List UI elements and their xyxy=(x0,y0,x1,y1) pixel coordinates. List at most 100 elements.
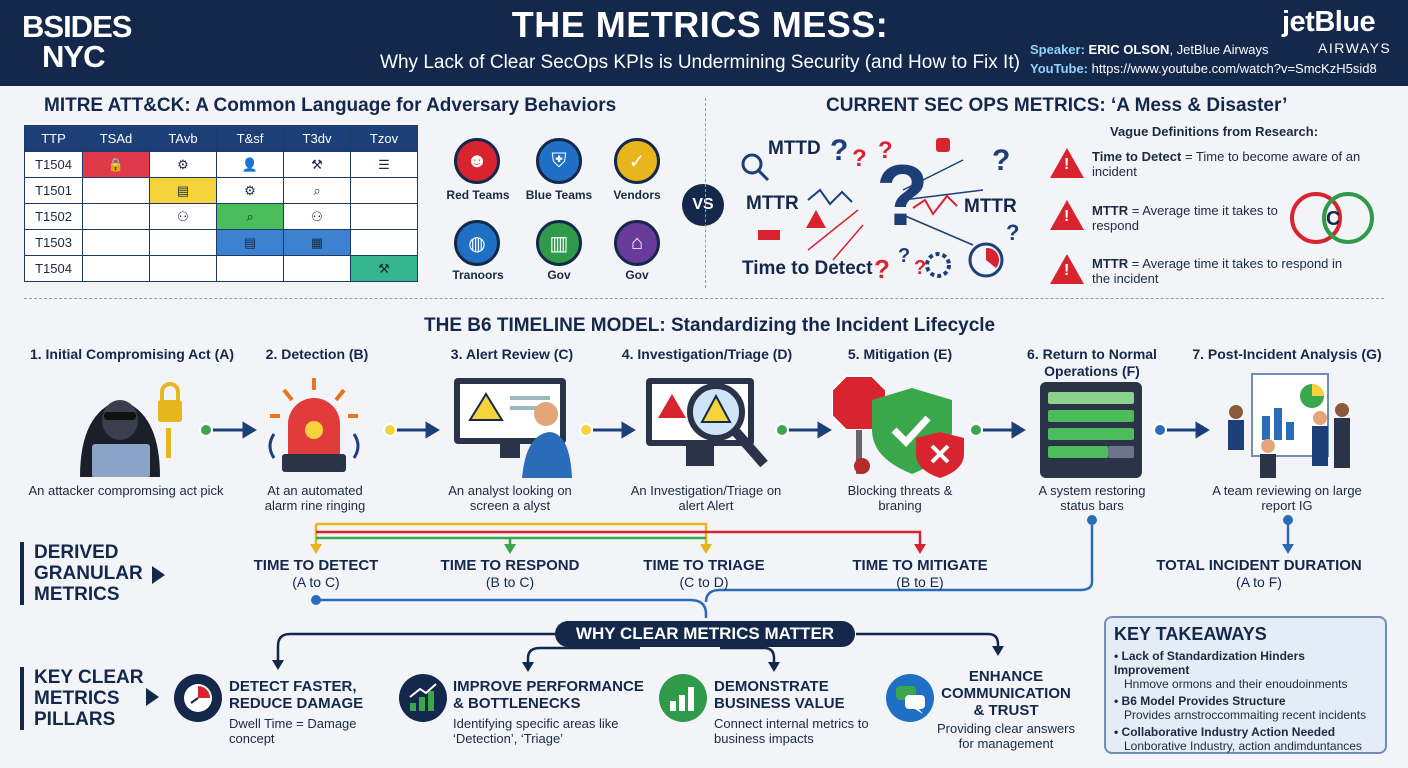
status-bars-illustration xyxy=(1040,382,1142,478)
clock-icon xyxy=(174,674,222,722)
hacker-illustration xyxy=(80,382,182,477)
gear-icon: ⚙ xyxy=(216,177,284,204)
step-title: 4. Investigation/Triage (D) xyxy=(621,346,793,362)
metric-total-duration: TOTAL INCIDENT DURATION(A to F) xyxy=(1156,557,1362,590)
step-caption: Blocking threats & braning xyxy=(847,483,953,513)
warning-icon: ! xyxy=(1050,200,1084,230)
server-icon: ▦ xyxy=(283,229,351,256)
svg-text:?: ? xyxy=(992,144,1010,177)
pillar-desc: Dwell Time = Damage concept xyxy=(229,716,357,746)
word-mttr-2: MTTR xyxy=(964,196,1017,217)
step-caption: A team reviewing on large report IG xyxy=(1212,483,1362,513)
svg-text:?: ? xyxy=(852,145,867,172)
warning-icon: ! xyxy=(1050,254,1084,284)
pillar-connectors xyxy=(272,632,1004,672)
matrix-header: TSAd xyxy=(82,125,150,152)
youtube-link[interactable]: https://www.youtube.com/watch?v=SmcKzH5s… xyxy=(1091,61,1377,76)
step-caption: An Investigation/Triage on alert Alert xyxy=(630,483,782,513)
chat-bubbles-icon xyxy=(886,674,934,722)
svg-text:?: ? xyxy=(876,148,929,244)
org-label: Blue Teams xyxy=(525,188,593,202)
pillar-title: DETECT FASTER, REDUCE DAMAGE xyxy=(229,678,364,712)
timeline-title: THE B6 TIMELINE MODEL: Standardizing the… xyxy=(424,315,996,336)
check-shield-icon: ✓ xyxy=(614,138,660,184)
metric-time-to-detect: TIME TO DETECT(A to C) xyxy=(253,557,379,590)
word-mttd: MTTD xyxy=(768,138,821,159)
building-icon: ▥ xyxy=(536,220,582,266)
investigation-illustration xyxy=(646,378,768,468)
step-title: 2. Detection (B) xyxy=(265,346,369,362)
mitre-matrix: TTP TSAd TAvb T&sf T3dv Tzov T1504🔒⚙👤⚒☰ … xyxy=(24,125,418,282)
org-label: Red Teams xyxy=(446,188,510,202)
matrix-header: T&sf xyxy=(216,125,284,152)
chevron-right-icon xyxy=(152,566,165,584)
page-subtitle: Why Lack of Clear SecOps KPIs is Undermi… xyxy=(380,52,1020,73)
org-gov: ▥ xyxy=(536,220,582,266)
defs-title: Vague Definitions from Research: xyxy=(1110,124,1319,139)
speaker-info: Speaker: ERIC OLSON, JetBlue Airways You… xyxy=(1030,42,1377,76)
pillar-title: IMPROVE PERFORMANCE & BOTTLENECKS xyxy=(453,678,644,712)
org-gov-2: ⌂ xyxy=(614,220,660,266)
definition-item: MTTR = Average time it takes to respond … xyxy=(1092,256,1343,286)
section-divider xyxy=(24,298,1384,299)
pillar-desc: Identifying specific areas like ‘Detecti… xyxy=(453,716,619,746)
step-title: 5. Mitigation (E) xyxy=(847,346,953,362)
users-icon: ⚙ xyxy=(149,151,217,178)
jetblue-logo: jetBlue xyxy=(1282,6,1376,38)
metric-time-to-triage: TIME TO TRIAGE(C to D) xyxy=(643,557,765,590)
tool-icon: ⚒ xyxy=(283,151,351,178)
list-icon: ☰ xyxy=(350,151,418,178)
step-caption: An attacker compromsing act pick xyxy=(28,483,224,498)
matrix-header: TTP xyxy=(24,125,83,152)
metric-connectors xyxy=(310,515,1294,618)
takeaway-title: • B6 Model Provides Structure xyxy=(1114,694,1286,708)
word-time-to-detect: Time to Detect xyxy=(742,258,873,279)
step-title: 3. Alert Review (C) xyxy=(450,346,574,362)
matrix-row-label: T1501 xyxy=(24,177,83,204)
org-trainers: ◍ xyxy=(454,220,500,266)
globe-icon: ◍ xyxy=(454,220,500,266)
metrics-chaos-illustration: ? ? ? ? ? ? ? ? ? xyxy=(741,134,1019,284)
svg-text:?: ? xyxy=(914,257,926,279)
matrix-row-label: T1504 xyxy=(24,151,83,178)
shield-block-illustration xyxy=(832,375,964,478)
matrix-header: TAvb xyxy=(149,125,217,152)
takeaway-desc: Lonborative Industry, action andimduntan… xyxy=(1124,739,1362,753)
svg-text:?: ? xyxy=(1006,220,1019,245)
metric-time-to-mitigate: TIME TO MITIGATE(B to E) xyxy=(852,557,988,590)
doc-icon: ▤ xyxy=(216,229,284,256)
matrix-row-label: T1503 xyxy=(24,229,83,256)
svg-text:C: C xyxy=(1326,208,1340,230)
takeaway-title: • Collaborative Industry Action Needed xyxy=(1114,725,1336,739)
analyst-screen-illustration xyxy=(454,378,572,478)
growth-chart-icon xyxy=(399,674,447,722)
cycle-icon: C xyxy=(1290,192,1374,244)
hacker-icon: ☻ xyxy=(454,138,500,184)
warning-icon: ! xyxy=(1050,148,1084,178)
step-title: 7. Post-Incident Analysis (G) xyxy=(1192,346,1382,362)
step-caption: At an automated alarm rine ringing xyxy=(264,483,366,513)
org-red-teams: ☻ xyxy=(454,138,500,184)
team-review-illustration xyxy=(1228,373,1350,478)
bar-chart-icon xyxy=(659,674,707,722)
lock-icon: 🔒 xyxy=(82,151,150,178)
page-title: THE METRICS MESS: xyxy=(511,4,889,45)
pillar-title: DEMONSTRATE BUSINESS VALUE xyxy=(714,678,845,712)
pillar-title: ENHANCE COMMUNICATION & TRUST xyxy=(941,668,1071,719)
key-takeaways-box: KEY TAKEAWAYS • Lack of Standardization … xyxy=(1104,616,1387,754)
search-icon: ⌕ xyxy=(216,203,284,230)
chevron-right-icon xyxy=(146,688,159,706)
org-blue-teams: ⛨ xyxy=(536,138,582,184)
takeaways-title: KEY TAKEAWAYS xyxy=(1114,624,1267,644)
pillar-desc: Connect internal metrics to business imp… xyxy=(714,716,869,746)
alarm-siren-icon xyxy=(268,378,360,472)
header-bar xyxy=(0,0,1408,86)
step-caption: A system restoring status bars xyxy=(1038,483,1146,513)
org-label: Gov xyxy=(547,268,571,282)
capitol-icon: ⌂ xyxy=(614,220,660,266)
org-label: Tranoors xyxy=(452,268,504,282)
shield-icon: ⛨ xyxy=(536,138,582,184)
